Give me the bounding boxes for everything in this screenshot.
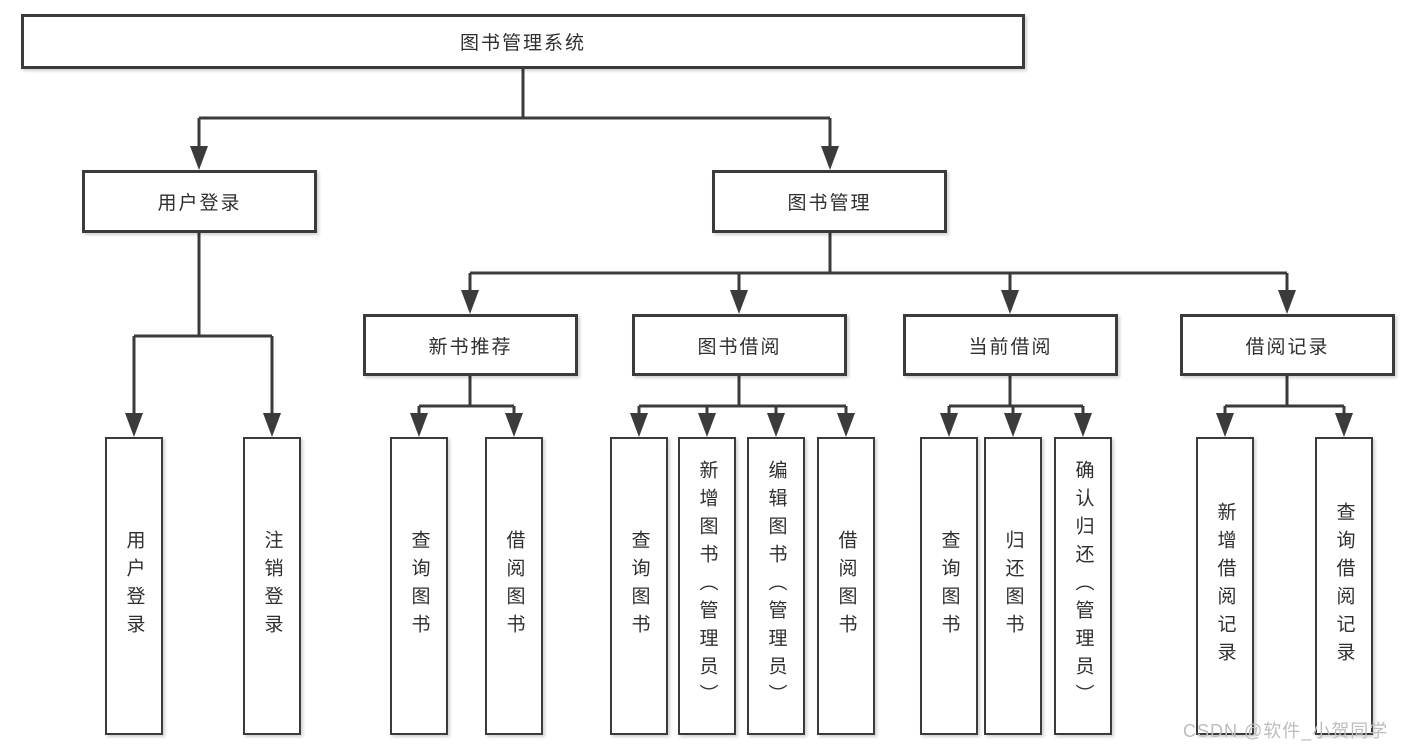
leaf-query-books-borrowing: 查询图书 xyxy=(610,437,668,735)
leaf-confirm-return-admin: 确认归还（管理员） xyxy=(1054,437,1112,735)
node-book-management: 图书管理 xyxy=(712,170,947,233)
leaf-return-books: 归还图书 xyxy=(984,437,1042,735)
node-label: 图书借阅 xyxy=(697,336,782,358)
node-label: 借阅记录 xyxy=(1245,336,1330,358)
node-label: 图书管理 xyxy=(787,193,872,214)
arrowheads xyxy=(125,146,1353,437)
node-label: 新书推荐 xyxy=(428,336,513,358)
leaf-query-books-current: 查询图书 xyxy=(920,437,978,735)
node-label: 图书管理系统 xyxy=(459,33,586,54)
leaf-borrow-books-recommend: 借阅图书 xyxy=(485,437,543,735)
node-current-borrowing: 当前借阅 xyxy=(903,314,1118,376)
node-book-borrowing: 图书借阅 xyxy=(632,314,847,376)
node-new-book-recommend: 新书推荐 xyxy=(363,314,578,376)
node-user-login: 用户登录 xyxy=(82,170,317,233)
leaf-query-borrow-record: 查询借阅记录 xyxy=(1315,437,1373,735)
leaf-query-books-recommend: 查询图书 xyxy=(390,437,448,735)
leaf-edit-books-admin: 编辑图书（管理员） xyxy=(747,437,805,735)
leaf-add-books-admin: 新增图书（管理员） xyxy=(678,437,736,735)
leaf-add-borrow-record: 新增借阅记录 xyxy=(1196,437,1254,735)
tree-edges xyxy=(132,69,1346,416)
node-label: 用户登录 xyxy=(157,193,242,214)
csdn-watermark: CSDN @软件_小贺同学 xyxy=(1183,721,1389,741)
leaf-borrow-books: 借阅图书 xyxy=(817,437,875,735)
node-library-management-system: 图书管理系统 xyxy=(21,14,1025,69)
node-label: 当前借阅 xyxy=(968,336,1053,358)
node-borrowing-records: 借阅记录 xyxy=(1180,314,1395,376)
leaf-user-login: 用户登录 xyxy=(105,437,163,735)
leaf-logout: 注销登录 xyxy=(243,437,301,735)
